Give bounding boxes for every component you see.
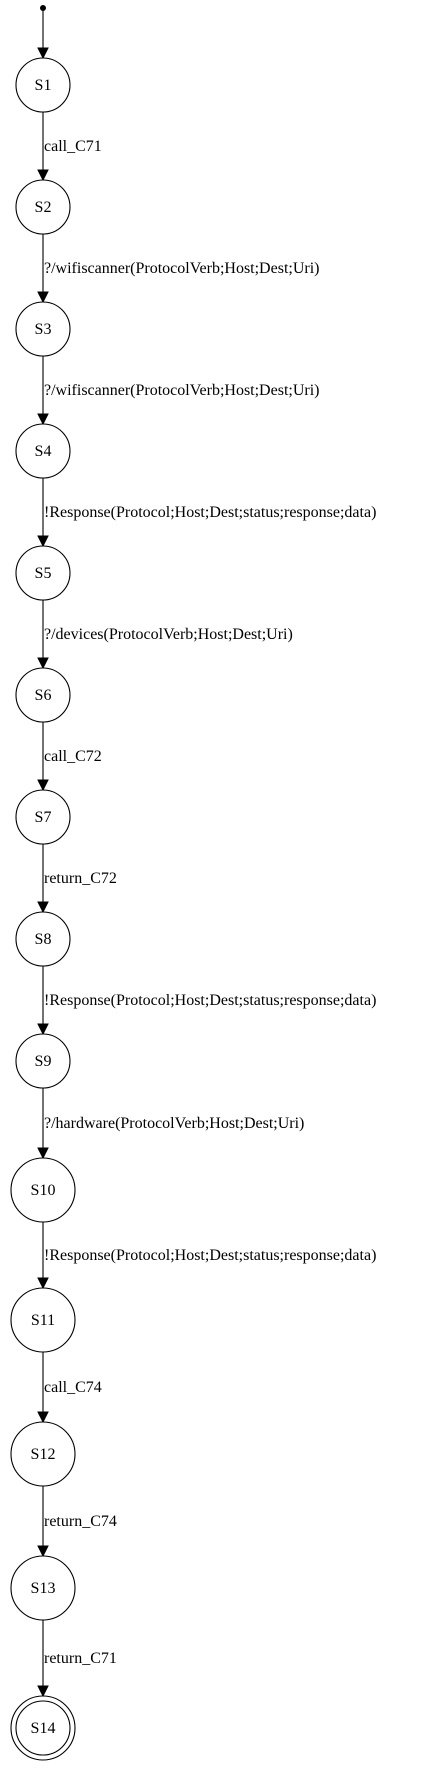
transition: ?/wifiscanner(ProtocolVerb;Host;Dest;Uri… <box>37 356 319 426</box>
transition: ?/wifiscanner(ProtocolVerb;Host;Dest;Uri… <box>37 234 319 304</box>
transition-arrowhead <box>37 1545 49 1558</box>
state-s8: S8 <box>15 911 71 967</box>
state-label: S6 <box>35 687 52 704</box>
transition: ?/hardware(ProtocolVerb;Host;Dest;Uri) <box>37 1088 304 1160</box>
transition-label: call_C72 <box>44 748 102 765</box>
transition-label: call_C71 <box>44 138 102 155</box>
transition-label: !Response(Protocol;Host;Dest;status;resp… <box>44 504 376 521</box>
transition: ?/devices(ProtocolVerb;Host;Dest;Uri) <box>37 600 293 670</box>
state-s4: S4 <box>15 423 71 479</box>
state-circle <box>10 1555 76 1621</box>
state-circle <box>15 667 71 723</box>
state-circle <box>15 911 71 967</box>
transition-arrowhead <box>37 1277 49 1290</box>
state-label: S7 <box>35 809 52 826</box>
transition-label: return_C74 <box>44 1513 117 1530</box>
state-circle <box>15 301 71 357</box>
state-circle <box>15 423 71 479</box>
state-circle <box>15 545 71 601</box>
transition-label: call_C74 <box>44 1379 102 1396</box>
initial-state-dot <box>40 5 46 11</box>
state-circle <box>15 179 71 235</box>
state-s2: S2 <box>15 179 71 235</box>
transition-label: return_C71 <box>44 1650 117 1667</box>
state-s14: S14 <box>10 1695 76 1761</box>
transition-arrowhead <box>37 901 49 914</box>
transition-arrowhead <box>37 1023 49 1036</box>
state-label: S12 <box>31 1446 56 1463</box>
state-label: S9 <box>35 1053 52 1070</box>
transition-arrowhead <box>37 1147 49 1160</box>
transition-arrowhead <box>37 779 49 792</box>
transition: !Response(Protocol;Host;Dest;status;resp… <box>37 1222 376 1290</box>
transition-label: ?/devices(ProtocolVerb;Host;Dest;Uri) <box>44 626 293 643</box>
initial-transition-arrowhead <box>37 47 49 60</box>
transition-arrowhead <box>37 1685 49 1698</box>
transition-label: ?/wifiscanner(ProtocolVerb;Host;Dest;Uri… <box>44 260 319 277</box>
state-label: S1 <box>35 77 52 94</box>
transition: return_C71 <box>37 1620 117 1698</box>
final-state-inner-circle <box>15 1700 71 1756</box>
transition: call_C74 <box>37 1352 102 1424</box>
state-s11: S11 <box>10 1287 76 1353</box>
state-s1: S1 <box>15 57 71 113</box>
transition-arrowhead <box>37 169 49 182</box>
state-circle <box>10 1421 76 1487</box>
state-s7: S7 <box>15 789 71 845</box>
state-label: S13 <box>31 1580 56 1597</box>
transition-label: !Response(Protocol;Host;Dest;status;resp… <box>44 992 376 1009</box>
state-label: S2 <box>35 199 52 216</box>
transitions-layer: call_C71 ?/wifiscanner(ProtocolVerb;Host;… <box>37 5 376 1698</box>
transition-arrowhead <box>37 1411 49 1424</box>
state-label: S3 <box>35 321 52 338</box>
state-circle <box>15 57 71 113</box>
state-s3: S3 <box>15 301 71 357</box>
transition-label: return_C72 <box>44 870 117 887</box>
transition-label: !Response(Protocol;Host;Dest;status;resp… <box>44 1247 376 1264</box>
state-s5: S5 <box>15 545 71 601</box>
transition-arrowhead <box>37 535 49 548</box>
transition: return_C74 <box>37 1486 117 1558</box>
transition-label: ?/hardware(ProtocolVerb;Host;Dest;Uri) <box>44 1115 304 1132</box>
state-label: S8 <box>35 931 52 948</box>
state-circle <box>10 1287 76 1353</box>
transition: return_C72 <box>37 844 117 914</box>
state-label: S11 <box>31 1312 55 1329</box>
state-label: S4 <box>35 443 52 460</box>
transition: !Response(Protocol;Host;Dest;status;resp… <box>37 478 376 548</box>
transition: call_C71 <box>37 112 102 182</box>
state-s12: S12 <box>10 1421 76 1487</box>
transition-arrowhead <box>37 657 49 670</box>
transition-label: ?/wifiscanner(ProtocolVerb;Host;Dest;Uri… <box>44 382 319 399</box>
state-circle <box>10 1157 76 1223</box>
state-circle <box>15 789 71 845</box>
transition-arrowhead <box>37 291 49 304</box>
state-label: S5 <box>35 565 52 582</box>
transition: !Response(Protocol;Host;Dest;status;resp… <box>37 966 376 1036</box>
state-s6: S6 <box>15 667 71 723</box>
state-circle <box>15 1033 71 1089</box>
state-label: S10 <box>31 1182 56 1199</box>
transition-arrowhead <box>37 413 49 426</box>
transition: call_C72 <box>37 722 102 792</box>
state-s10: S10 <box>10 1157 76 1223</box>
state-s13: S13 <box>10 1555 76 1621</box>
state-label: S14 <box>31 1720 56 1737</box>
state-s9: S9 <box>15 1033 71 1089</box>
